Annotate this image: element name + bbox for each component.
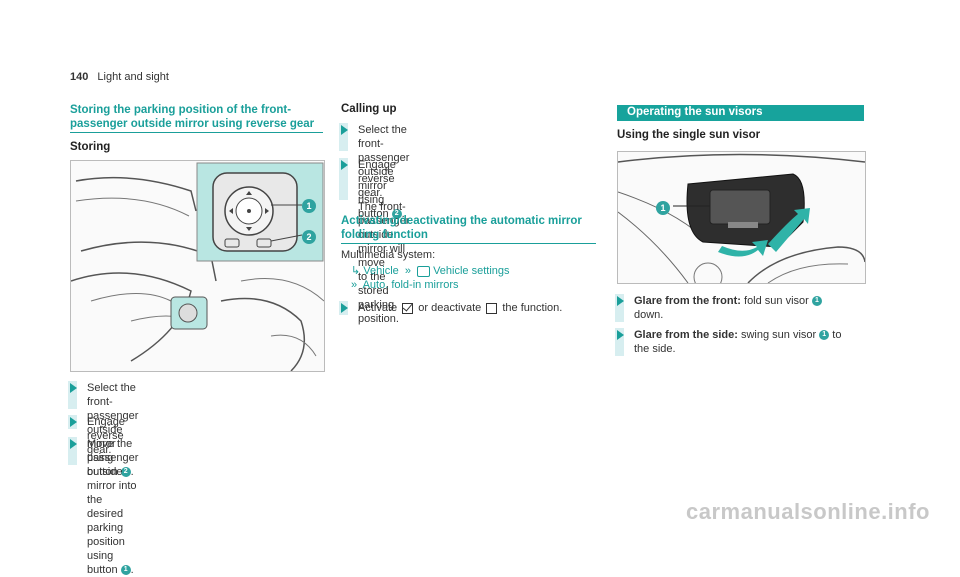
step-line: to the stored parking position. <box>358 271 399 325</box>
button-badge: 2 <box>391 209 402 220</box>
step-fragment: to <box>829 329 842 341</box>
step-text: Glare from the side: swing sun visor 1 t… <box>634 328 841 356</box>
step-text: Glare from the front: fold sun visor 1 d… <box>634 294 822 322</box>
step-fragment: using button <box>87 452 118 478</box>
mirror-switch-figure: 1 2 <box>70 160 325 372</box>
step-arrow-icon <box>70 383 77 393</box>
sun-visor-subtitle: Using the single sun visor <box>617 129 761 141</box>
step-fragment: Activate <box>358 302 398 314</box>
menu-arrow-icon: ↳ <box>351 265 361 277</box>
double-chevron-icon: » <box>404 265 411 277</box>
step-line: using button 2. <box>358 193 409 221</box>
visor-badge: 1 <box>819 330 830 341</box>
menu-vehicle: Vehicle <box>363 265 399 277</box>
menu-path-line-1: ↳ Vehicle » Vehicle settings <box>351 264 510 277</box>
step-arrow-icon <box>70 439 77 449</box>
step-bar <box>339 158 348 200</box>
unchecked-box-icon <box>486 302 498 314</box>
step-line: Move the passenger outside mirror into t… <box>87 438 139 506</box>
step-text: Move the passenger outside mirror into t… <box>87 437 138 577</box>
step-text: Activate or deactivate the function. <box>358 301 562 315</box>
figure-callout: 1 <box>302 197 316 215</box>
section-rule <box>341 243 596 244</box>
activating-section-title: Activating/deactivating the automatic mi… <box>341 214 582 242</box>
double-chevron-icon: » <box>351 279 358 291</box>
step-text: Engage reverse gear. The front-passenger… <box>358 158 409 326</box>
callout-badge: 1 <box>656 200 670 215</box>
step-arrow-icon <box>70 417 77 427</box>
menu-auto-fold-mirrors: Auto. fold-in mirrors <box>362 279 459 291</box>
sun-visor-figure: 1 <box>617 151 866 284</box>
section-name: Light and sight <box>97 71 169 83</box>
visor-badge: 1 <box>811 296 822 307</box>
step-arrow-icon <box>341 125 348 135</box>
step-line: The front-passenger outside mirror will … <box>358 201 410 269</box>
button-badge: 1 <box>120 565 131 576</box>
step-text: Select the front-passenger outside mirro… <box>358 123 409 221</box>
sun-visor-illustration <box>618 153 865 283</box>
figure-callout: 2 <box>302 228 316 246</box>
menu-path-line-2: » Auto. fold-in mirrors <box>351 279 459 291</box>
title-line: folding function <box>341 229 428 241</box>
step-line: Glare from the side: swing sun visor 1 t… <box>634 328 841 342</box>
step-arrow-icon <box>617 296 624 306</box>
step-line: the side. <box>634 343 676 355</box>
step-line: Glare from the front: fold sun visor 1 <box>634 294 822 308</box>
step-line: Select the front-passenger outside mirro… <box>87 382 139 450</box>
button-badge: 2 <box>120 467 131 478</box>
step-bar <box>68 381 77 409</box>
step-bar <box>68 437 77 465</box>
step-text: Select the front-passenger outside mirro… <box>87 381 138 479</box>
menu-vehicle-settings: Vehicle settings <box>433 265 510 277</box>
mirror-switch-illustration <box>71 162 324 371</box>
figure-callout: 1 <box>656 199 670 217</box>
step-line: Engage reverse gear. <box>87 416 125 456</box>
page-header: 140 Light and sight <box>70 71 169 83</box>
multimedia-label: Multimedia system: <box>341 249 436 261</box>
step-fragment: fold sun visor <box>740 295 809 307</box>
step-text: Engage reverse gear. <box>87 415 125 457</box>
storing-section-title: Storing the parking position of the fron… <box>70 103 314 131</box>
title-line: passenger outside mirror using reverse g… <box>70 118 315 130</box>
title-line: Activating/deactivating the automatic mi… <box>341 215 582 227</box>
step-fragment: swing sun visor <box>737 329 817 341</box>
step-fragment: . <box>401 208 405 220</box>
callout-badge: 2 <box>302 229 316 244</box>
sun-visor-banner: Operating the sun visors <box>617 105 864 121</box>
step-bar <box>615 294 624 322</box>
step-bold: Glare from the side: <box>634 329 738 341</box>
step-fragment: the function. <box>502 302 563 314</box>
step-line: Select the front-passenger outside mirro… <box>358 124 410 192</box>
step-arrow-icon <box>617 330 624 340</box>
step-line: desired parking position using button 1. <box>87 507 138 577</box>
car-settings-icon <box>417 265 431 277</box>
watermark: carmanualsonline.info <box>686 499 930 524</box>
storing-subtitle: Storing <box>70 141 111 153</box>
step-line: Engage reverse gear. <box>358 159 396 199</box>
step-fragment: or deactivate <box>418 302 482 314</box>
step-line: down. <box>634 309 664 321</box>
step-fragment: . <box>130 564 134 576</box>
step-fragment: . <box>130 466 134 478</box>
step-arrow-icon <box>341 160 348 170</box>
calling-up-title: Calling up <box>341 103 397 115</box>
step-bold: Glare from the front: <box>634 295 741 307</box>
page-number: 140 <box>70 71 89 83</box>
step-fragment: desired parking position using button <box>87 508 125 576</box>
callout-badge: 1 <box>302 198 316 213</box>
step-line: using button 2. <box>87 451 138 479</box>
section-rule <box>70 132 323 133</box>
checked-box-icon <box>402 302 414 314</box>
step-arrow-icon <box>341 303 348 313</box>
step-bar <box>615 328 624 356</box>
step-fragment: using button <box>358 194 389 220</box>
step-bar <box>339 123 348 151</box>
title-line: Storing the parking position of the fron… <box>70 104 292 116</box>
banner-text: Operating the sun visors <box>627 106 763 118</box>
